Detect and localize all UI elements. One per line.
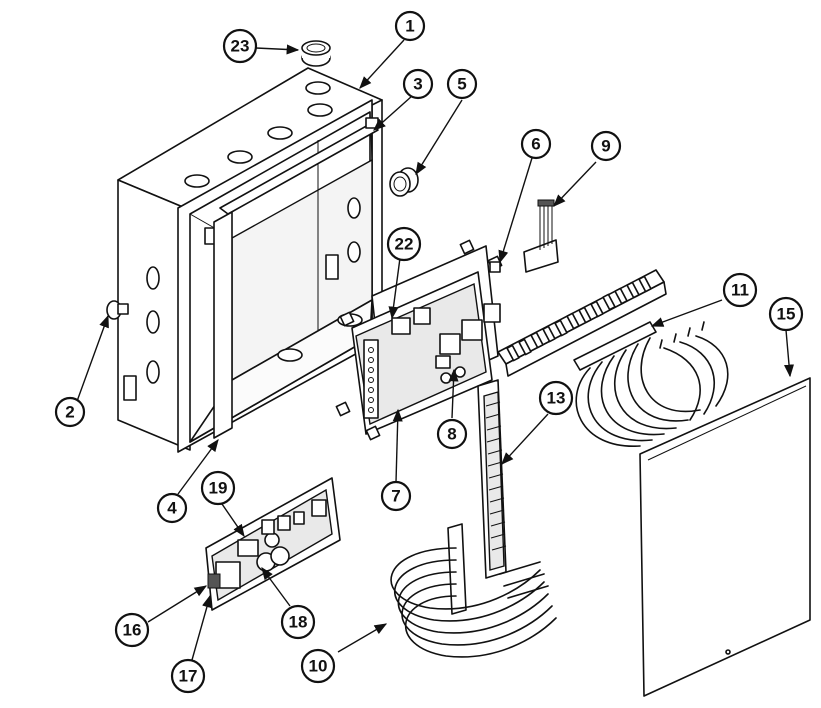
callout-label: 2	[65, 403, 74, 422]
ribbon-connector	[523, 199, 559, 273]
callout-6: 6	[520, 128, 552, 160]
callout-8: 8	[436, 418, 468, 450]
callout-23: 23	[222, 28, 258, 64]
callout-11: 11	[722, 272, 758, 308]
callout-label: 13	[547, 389, 566, 408]
callout-5: 5	[446, 68, 478, 100]
cap-plug-top	[301, 40, 331, 67]
callout-22: 22	[386, 226, 422, 262]
callout-10: 10	[300, 648, 336, 684]
callout-label: 5	[457, 75, 466, 94]
callout-19: 19	[200, 470, 236, 506]
callout-label: 6	[531, 135, 540, 154]
callout-label: 8	[447, 425, 456, 444]
callout-leaders	[75, 39, 795, 661]
callout-7: 7	[380, 480, 412, 512]
callout-label: 4	[167, 499, 177, 518]
callout-label: 17	[179, 667, 198, 686]
jumper-loops-upper	[573, 321, 729, 447]
callout-15: 15	[768, 296, 804, 332]
terminal-strip-horizontal	[497, 269, 667, 377]
callout-label: 15	[777, 305, 796, 324]
terminal-strip-vertical	[477, 379, 507, 579]
callout-label: 1	[405, 17, 414, 36]
callout-label: 22	[395, 235, 414, 254]
callout-label: 3	[413, 75, 422, 94]
callout-label: 11	[731, 281, 749, 300]
callout-4: 4	[156, 492, 188, 524]
callout-17: 17	[170, 658, 206, 694]
callout-label: 7	[391, 487, 400, 506]
connector-header-6	[489, 261, 501, 273]
callout-9: 9	[590, 130, 622, 162]
main-circuit-board	[335, 239, 503, 441]
callout-1: 1	[394, 10, 426, 42]
callout-18: 18	[280, 604, 316, 640]
callout-label: 10	[309, 657, 328, 676]
callout-16: 16	[114, 612, 150, 648]
enclosure-box	[117, 67, 383, 453]
callout-3: 3	[402, 68, 434, 100]
callout-label: 19	[209, 479, 228, 498]
callout-label: 23	[231, 37, 250, 56]
cap-plug-side	[389, 167, 419, 197]
callout-label: 18	[289, 613, 308, 632]
screw-part	[106, 300, 129, 320]
mounting-rail-vertical	[213, 211, 233, 439]
power-supply-board	[205, 477, 341, 611]
cover-panel	[639, 377, 811, 697]
callout-2: 2	[54, 396, 86, 428]
callout-label: 9	[601, 137, 610, 156]
callout-label: 16	[123, 621, 142, 640]
callout-13: 13	[538, 380, 574, 416]
jumper-loops-lower	[390, 523, 557, 658]
